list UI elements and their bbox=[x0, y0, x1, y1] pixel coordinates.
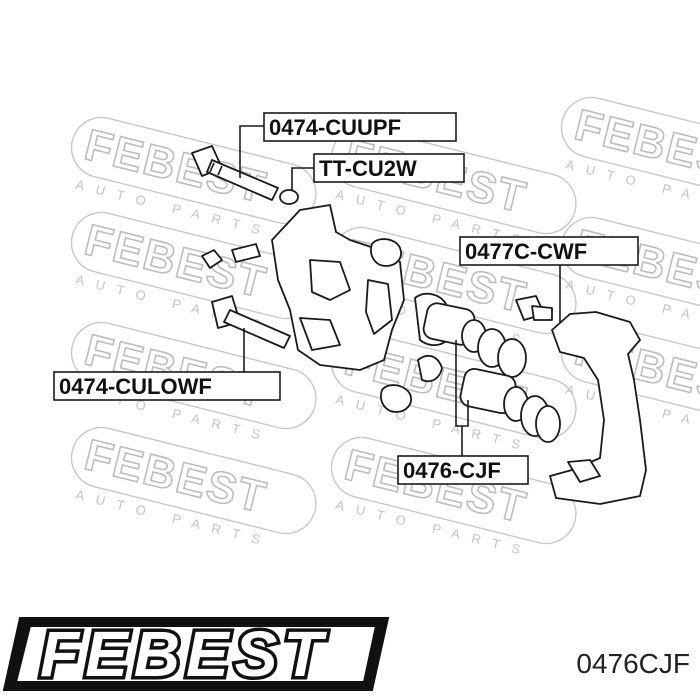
dust-cap-body bbox=[279, 189, 299, 205]
bleeder-cap bbox=[201, 249, 223, 269]
seal-ring-lower-outer bbox=[535, 405, 561, 443]
slide-boot-upper bbox=[370, 238, 402, 267]
seal-ring-upper-outer bbox=[497, 338, 527, 378]
leader-cu2w bbox=[291, 167, 314, 190]
callout-cwf-box bbox=[459, 236, 639, 266]
callout-cjf-box bbox=[397, 455, 529, 485]
bleeder-parts bbox=[201, 243, 261, 269]
bleeder-screw bbox=[231, 243, 261, 263]
guide-bolt-upper bbox=[191, 145, 279, 201]
watermark-pill bbox=[70, 426, 317, 535]
bracket-outline bbox=[549, 311, 647, 505]
callout-cu2w-label: TT-CU2W bbox=[319, 156, 417, 181]
bolt-thread-line bbox=[209, 162, 215, 173]
callout-cu2w: TT-CU2W bbox=[313, 153, 465, 183]
callout-cuupf-label: 0474-CUUPF bbox=[269, 115, 401, 140]
caliper-body bbox=[271, 204, 405, 371]
bolt-shaft-upper bbox=[206, 159, 279, 201]
callout-cwf-label: 0477C-CWF bbox=[465, 239, 587, 264]
watermark-11: FEBEST AUTO PARTS bbox=[330, 436, 577, 560]
dust-cap bbox=[279, 189, 299, 205]
guide-bolt-lower bbox=[211, 295, 291, 349]
caliper-window bbox=[309, 259, 351, 301]
watermark-pill bbox=[330, 126, 577, 235]
callout-culowf: 0474-CULOWF bbox=[53, 371, 281, 401]
part-number: 0476CJF bbox=[576, 648, 690, 679]
callout-cwf: 0477C-CWF bbox=[459, 236, 639, 266]
watermark-pill bbox=[560, 96, 700, 205]
brand-logo: FEBEST bbox=[2, 615, 390, 694]
watermark-10: FEBEST AUTO PARTS bbox=[70, 426, 317, 550]
callout-cjf: 0476-CJF bbox=[397, 455, 529, 485]
bracket-bolt-shaft bbox=[531, 305, 553, 321]
caliper-piston-bore bbox=[365, 279, 393, 335]
watermark-3: FEBEST AUTO PARTS bbox=[560, 96, 700, 220]
watermark-pill bbox=[70, 116, 317, 225]
slide-boots bbox=[370, 238, 412, 413]
callout-cjf-label: 0476-CJF bbox=[403, 458, 501, 483]
bolt-shaft-lower bbox=[223, 309, 291, 349]
callout-culowf-label: 0474-CULOWF bbox=[59, 374, 212, 399]
bolt-thread-line bbox=[217, 165, 223, 176]
brand-logo-text: FEBEST bbox=[40, 618, 328, 690]
callout-cu2w-box bbox=[313, 153, 465, 183]
leader-lines bbox=[239, 125, 561, 458]
watermark-pill bbox=[70, 321, 317, 430]
caliper-bracket bbox=[515, 295, 647, 505]
caliper-window-lower bbox=[299, 317, 341, 351]
callout-cuupf-box bbox=[263, 112, 457, 142]
piston-kit bbox=[414, 292, 561, 443]
callout-culowf-box bbox=[53, 371, 281, 401]
slide-boot-lower bbox=[380, 384, 412, 413]
piston-seal-lower bbox=[417, 354, 443, 383]
callout-cuupf: 0474-CUUPF bbox=[263, 112, 457, 142]
bracket-slot bbox=[567, 459, 601, 483]
brand-logo-inner bbox=[14, 625, 378, 683]
leader-cuupf bbox=[239, 125, 264, 178]
